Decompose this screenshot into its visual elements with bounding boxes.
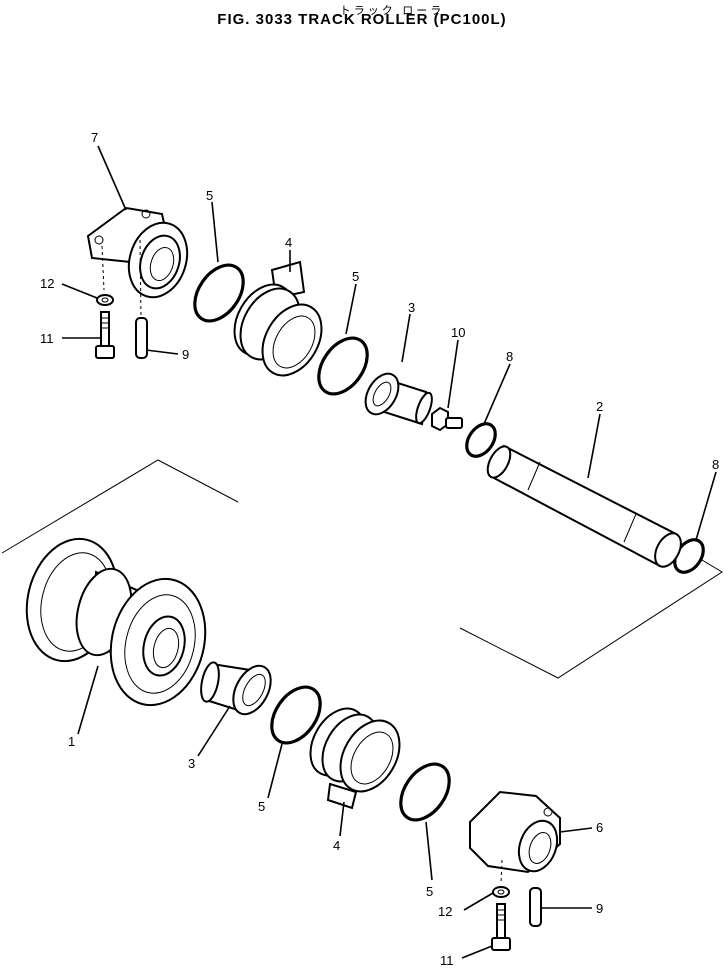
bushing-part-3-upper bbox=[364, 372, 433, 426]
callout-9-upper: 9 bbox=[182, 347, 189, 362]
callout-11-lower: 11 bbox=[440, 953, 454, 968]
bolt-part-11-upper bbox=[95, 311, 115, 359]
callout-12-upper: 12 bbox=[40, 276, 54, 291]
callout-4-lower: 4 bbox=[333, 838, 340, 853]
figure-title: FIG. 3033 TRACK ROLLER (PC100L) bbox=[217, 11, 507, 28]
bolt-part-11-lower bbox=[491, 903, 511, 951]
callout-9-lower: 9 bbox=[596, 901, 603, 916]
pin-part-9-upper bbox=[135, 317, 148, 359]
callout-2: 2 bbox=[596, 399, 603, 414]
o-ring-part-5-d bbox=[399, 762, 451, 822]
callout-12-lower: 12 bbox=[438, 904, 452, 919]
o-ring-part-8-upper bbox=[465, 422, 497, 458]
o-ring-part-5-a bbox=[193, 263, 245, 323]
callout-3-upper: 3 bbox=[408, 300, 415, 315]
callout-8-upper: 8 bbox=[506, 349, 513, 364]
callout-5-c: 5 bbox=[258, 799, 265, 814]
floating-seal-part-4-lower bbox=[309, 707, 401, 810]
o-ring-part-5-c bbox=[270, 685, 322, 745]
leader-lines bbox=[61, 145, 717, 959]
washer-part-12-upper bbox=[96, 294, 114, 306]
callout-8-lower: 8 bbox=[712, 457, 719, 472]
callout-11-upper: 11 bbox=[40, 331, 54, 346]
callout-6: 6 bbox=[596, 820, 603, 835]
assembly-outline bbox=[1, 459, 723, 679]
o-ring-part-5-b bbox=[317, 336, 369, 396]
callout-5-a: 5 bbox=[206, 188, 213, 203]
collar-part-6 bbox=[469, 790, 561, 885]
roller-part-1 bbox=[25, 537, 207, 707]
collar-part-7 bbox=[86, 206, 189, 319]
washer-part-12-lower bbox=[492, 886, 510, 898]
callout-4-upper: 4 bbox=[285, 235, 292, 250]
callout-5-d: 5 bbox=[426, 884, 433, 899]
callout-3-lower: 3 bbox=[188, 756, 195, 771]
callout-7: 7 bbox=[91, 130, 98, 145]
callout-5-b: 5 bbox=[352, 269, 359, 284]
callout-10: 10 bbox=[451, 325, 465, 340]
callouts: 7 12 11 9 5 4 5 3 10 8 2 8 1 3 5 4 5 6 1… bbox=[40, 130, 719, 968]
bushing-part-3-lower bbox=[200, 661, 272, 716]
shaft-part-2 bbox=[486, 444, 682, 568]
callout-1: 1 bbox=[68, 734, 75, 749]
plug-part-10 bbox=[431, 406, 463, 432]
figure-kana-title: トラック ローラ bbox=[339, 4, 445, 17]
pin-part-9-lower bbox=[529, 887, 542, 927]
floating-seal-part-4-upper bbox=[233, 260, 323, 377]
